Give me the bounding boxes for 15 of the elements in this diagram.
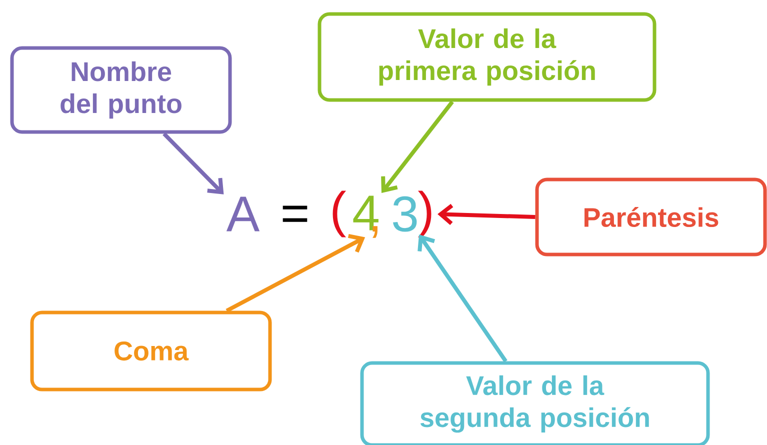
label-box: Valor de la primera posición <box>318 12 656 102</box>
arrow <box>162 132 224 194</box>
formula-symbol: A <box>226 196 260 232</box>
formula-symbol: 3 <box>393 196 417 232</box>
formula-symbol: ( <box>332 190 346 238</box>
label-box: Nombre del punto <box>10 46 232 134</box>
label-box: Valor de la segunda posición <box>360 361 710 445</box>
label-box: Paréntesis <box>535 178 767 256</box>
arrow <box>381 100 454 194</box>
arrow <box>226 234 366 313</box>
arrow <box>418 234 508 362</box>
formula-symbol: ) <box>418 190 432 238</box>
label-box: Coma <box>30 310 272 392</box>
formula-symbol: = <box>282 206 308 222</box>
arrow <box>438 204 536 225</box>
